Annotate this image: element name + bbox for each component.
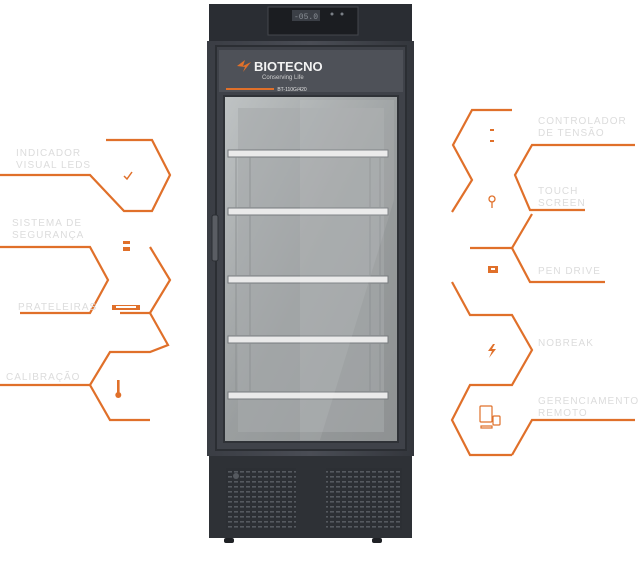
left-callout-lines	[0, 138, 172, 422]
glass-reflection	[300, 100, 394, 440]
shelf	[227, 391, 389, 400]
status-led	[330, 12, 334, 16]
callout-line-prateleiras	[88, 312, 170, 422]
feature-label-touch: TOUCH SCREEN	[538, 186, 586, 209]
feature-label-seguranca: SISTEMA DE SEGURANÇA	[12, 218, 85, 241]
callout-line-controlador	[451, 108, 512, 213]
touch-icon	[488, 195, 496, 208]
feature-label-calibracao: CALIBRAÇÃO	[6, 372, 81, 383]
status-led	[340, 12, 344, 16]
callout-line-controlador-2	[513, 143, 635, 212]
callout-line-touch	[470, 213, 533, 250]
shelf-wires	[235, 157, 381, 392]
shelf	[227, 335, 389, 344]
refrigerator: -05.0 BIOTECNO Conserving Life BT-110G/4…	[207, 4, 414, 543]
accent-stripe	[226, 88, 274, 90]
remote-devices-icon	[479, 405, 501, 429]
battery-icon	[123, 241, 130, 251]
usb-icon	[488, 266, 498, 273]
foot	[224, 538, 234, 543]
check-icon	[123, 171, 133, 181]
feature-label-indicador: INDICADOR VISUAL LEDS	[16, 148, 92, 171]
feature-label-controlador: CONTROLADOR DE TENSÃO	[538, 116, 627, 139]
voltage-icon	[490, 129, 494, 142]
interior-wall	[238, 108, 384, 432]
callout-line-remoto	[511, 418, 635, 456]
callout-line-seguranca	[0, 245, 110, 315]
shelf	[227, 275, 389, 284]
brand-header	[219, 50, 403, 92]
callout-line-pendrive	[511, 247, 605, 284]
display-digits: -05.0	[294, 13, 318, 22]
lock-keyhole	[233, 473, 239, 479]
right-callout-lines	[450, 108, 635, 457]
brand-name: BIOTECNO	[254, 59, 323, 74]
door-handle	[211, 214, 219, 262]
thermometer-icon	[115, 380, 122, 398]
vent-grille-right	[326, 468, 402, 530]
feature-label-nobreak: NOBREAK	[538, 338, 594, 349]
shelf-icon	[112, 305, 140, 310]
shelf	[227, 207, 389, 216]
lightning-icon	[488, 344, 496, 358]
foot	[372, 538, 382, 543]
brand-tagline: Conserving Life	[262, 75, 304, 81]
shelf	[227, 149, 389, 158]
model-number: BT-110G/420	[277, 87, 307, 93]
brand-logo: BIOTECNO Conserving Life	[237, 59, 323, 81]
feature-label-remoto: GERENCIAMENTO REMOTO	[538, 396, 640, 419]
callout-line-seguranca-2	[120, 246, 172, 315]
callout-line-indicador	[0, 138, 172, 213]
display-screen	[292, 10, 320, 21]
shelves	[227, 149, 389, 400]
callout-line-nobreak	[450, 281, 534, 457]
feature-label-prateleiras: PRATELEIRAS	[18, 302, 98, 313]
feature-label-pendrive: PEN DRIVE	[538, 266, 601, 277]
